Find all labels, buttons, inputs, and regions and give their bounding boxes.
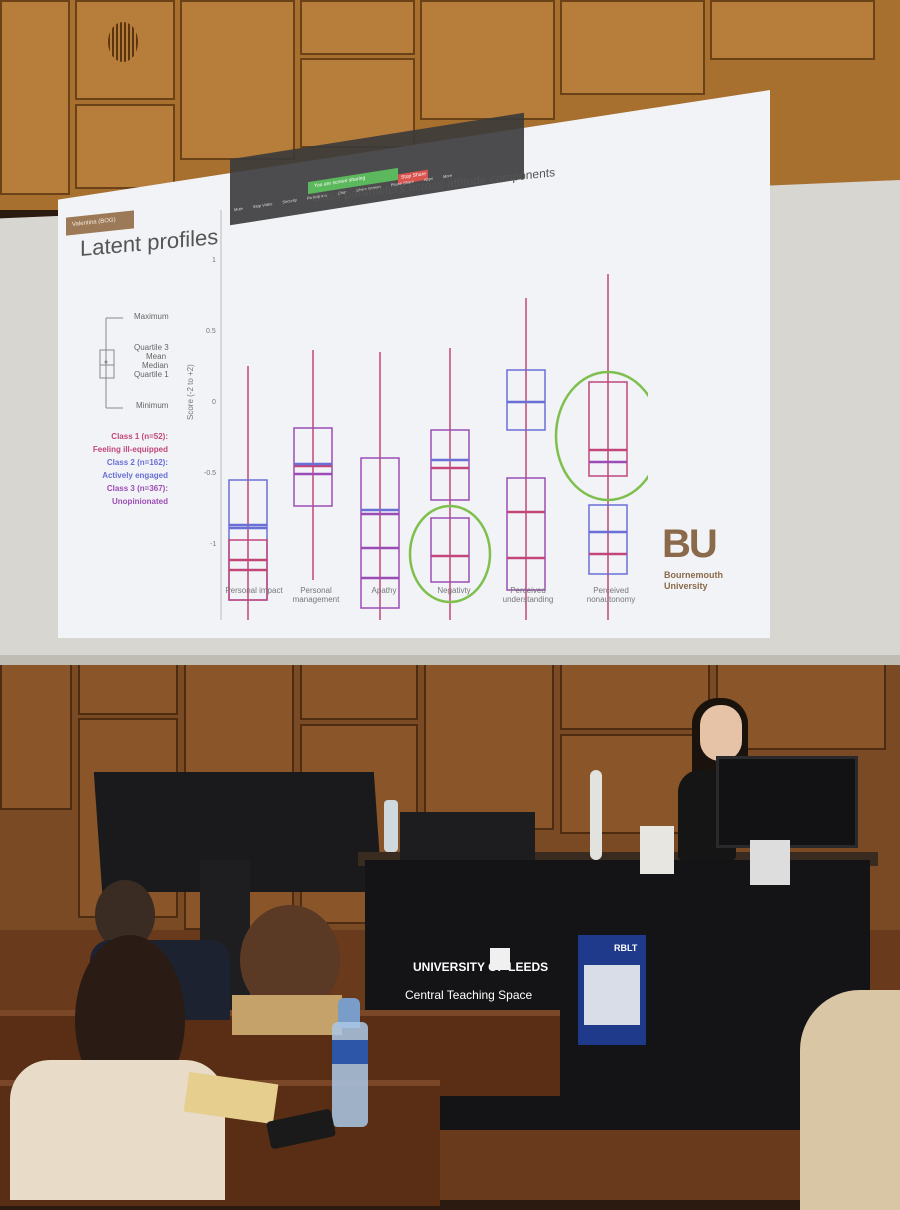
bottle-label: [332, 1040, 368, 1064]
y-tick: -1: [210, 541, 217, 548]
wood-panel: [300, 0, 415, 55]
laptop: [400, 812, 535, 860]
boxplot-box: [430, 429, 470, 501]
category-label: Personal impact: [225, 586, 283, 595]
wood-panel: [560, 0, 705, 95]
y-tick: 0.5: [206, 328, 216, 335]
y-tick: -0.5: [204, 470, 217, 477]
bottle-cap: [338, 998, 360, 1028]
highlight-circle: [554, 370, 648, 502]
leeds-crest-icon: [490, 948, 510, 970]
legend-boxplot-icon: [99, 317, 123, 409]
y-axis-label: Score (-2 to +2): [186, 364, 195, 420]
category-label: Personal management: [292, 586, 340, 604]
wood-panel: [0, 0, 70, 195]
bu-logo-text: Bournemouth University: [664, 570, 723, 591]
class-legend: Class 1 (n=52): Feeling ill-equipped Cla…: [78, 430, 168, 508]
university-name: UNIVERSITY OF LEEDS: [413, 960, 549, 974]
paper-stack: [640, 826, 674, 874]
presenter-face: [700, 705, 742, 761]
speaker-grille: [108, 22, 138, 62]
boxplot-box: [430, 517, 470, 583]
wood-panel: [180, 0, 295, 160]
boxplot-box: [588, 504, 628, 575]
legend-maximum: Maximum: [134, 312, 169, 321]
class1-desc: Feeling ill-equipped: [92, 445, 168, 454]
desk-monitor: [716, 756, 858, 848]
wood-panel: [75, 104, 175, 189]
water-bottle: [332, 1022, 368, 1127]
legend-median: Median: [142, 361, 169, 370]
legend-quartile-3: Quartile 3: [134, 343, 169, 352]
class3-desc: Unopinionated: [112, 497, 168, 506]
poster-title: RBLT: [614, 943, 638, 953]
boxplot-box: [506, 477, 546, 591]
boxplot-chart: [220, 210, 648, 620]
class1-label: Class 1 (n=52):: [111, 432, 168, 441]
legend-minimum: Minimum: [136, 401, 169, 410]
audience-member-body: [232, 995, 342, 1035]
wood-wall-upper: [0, 0, 900, 210]
class3-label: Class 3 (n=367):: [106, 484, 168, 493]
highlight-circle: [408, 504, 492, 604]
slide-tag-text: Valentina (BOG): [72, 217, 116, 228]
category-label: Apathy: [371, 586, 397, 595]
slide-content: You are screen sharing Stop Share Mute S…: [58, 90, 770, 638]
screen-bottom-edge: [0, 655, 900, 665]
category-label: Perceived nonautonomy: [586, 586, 636, 604]
category-label: Perceived understanding: [502, 586, 554, 604]
class2-desc: Actively engaged: [102, 471, 168, 480]
wood-panel: [710, 0, 875, 60]
boxplot-box: [506, 369, 546, 431]
class2-label: Class 2 (n=162):: [106, 458, 168, 467]
wood-panel: [420, 0, 555, 120]
teaching-space-name: Central Teaching Space: [405, 988, 533, 1002]
monitor-stand: [750, 840, 790, 885]
bu-logo-mark: BU: [662, 522, 718, 566]
water-bottle-desk: [384, 800, 398, 852]
audience-member-foreground: [800, 990, 900, 1210]
y-tick: 0: [212, 399, 216, 406]
rblt-poster: RBLT: [578, 935, 646, 1045]
poster-content: [584, 965, 640, 1025]
category-label: Negativty: [437, 586, 471, 595]
y-tick: 1: [212, 257, 216, 264]
legend-mean: Mean: [146, 352, 167, 361]
boxplot-box: [588, 381, 628, 477]
legend-quartile-1: Quartile 1: [134, 370, 169, 379]
document-camera: [590, 770, 602, 860]
boxplot-box: [360, 457, 400, 609]
